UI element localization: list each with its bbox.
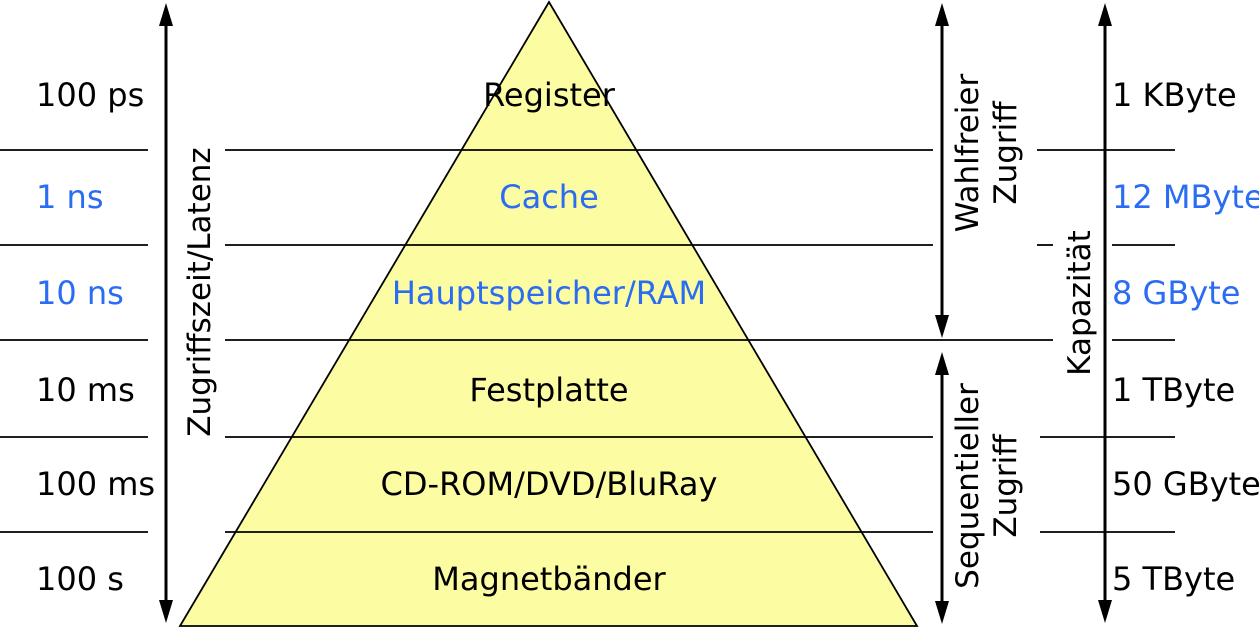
latency-axis-arrow bbox=[159, 3, 173, 623]
pyramid-shape bbox=[178, 0, 919, 627]
level-separator-lines bbox=[0, 149, 1175, 533]
access-time-label: 100 ms bbox=[36, 465, 156, 503]
sequential-access-arrow bbox=[935, 352, 949, 624]
arrow-down-icon bbox=[1098, 600, 1112, 623]
capacity-axis-title: Kapazität bbox=[1062, 230, 1098, 376]
access-time-label: 1 ns bbox=[36, 178, 104, 216]
arrow-up-icon bbox=[935, 3, 949, 26]
level-name-label: Register bbox=[483, 76, 615, 114]
capacity-value-label: 5 TByte bbox=[1112, 560, 1236, 598]
arrow-up-icon bbox=[935, 352, 949, 375]
access-time-label: 100 s bbox=[36, 560, 124, 598]
arrow-up-icon bbox=[1098, 3, 1112, 26]
random-access-arrow bbox=[935, 3, 949, 338]
capacity-value-label: 1 KByte bbox=[1112, 76, 1237, 114]
capacity-value-label: 12 MByte bbox=[1112, 178, 1259, 216]
random-access-title-line2: Zugriff bbox=[988, 101, 1024, 205]
latency-axis-title: Zugriffszeit/Latenz bbox=[182, 147, 218, 437]
level-name-label: CD-ROM/DVD/BluRay bbox=[380, 465, 718, 503]
level-name-label: Festplatte bbox=[469, 371, 629, 409]
level-name-label: Hauptspeicher/RAM bbox=[391, 274, 707, 312]
sequential-access-title: Sequentieller Zugriff bbox=[949, 383, 1025, 589]
arrow-down-icon bbox=[159, 600, 173, 623]
random-access-title-line1: Wahlfreier bbox=[950, 73, 986, 233]
capacity-value-label: 1 TByte bbox=[1112, 371, 1236, 409]
access-time-label: 10 ms bbox=[36, 371, 135, 409]
arrow-up-icon bbox=[159, 3, 173, 26]
capacity-value-label: 50 GByte bbox=[1112, 465, 1259, 503]
level-name-label: Magnetbänder bbox=[432, 560, 666, 598]
access-time-label: 10 ns bbox=[36, 274, 124, 312]
sequential-access-title-line1: Sequentieller bbox=[950, 383, 986, 589]
random-access-title: Wahlfreier Zugriff bbox=[949, 74, 1025, 232]
level-name-label: Cache bbox=[499, 178, 599, 216]
sequential-access-title-line2: Zugriff bbox=[988, 434, 1024, 538]
arrow-down-icon bbox=[935, 601, 949, 624]
capacity-value-label: 8 GByte bbox=[1112, 274, 1241, 312]
arrow-down-icon bbox=[935, 315, 949, 338]
access-time-label: 100 ps bbox=[36, 76, 145, 114]
capacity-axis-arrow bbox=[1098, 3, 1112, 623]
